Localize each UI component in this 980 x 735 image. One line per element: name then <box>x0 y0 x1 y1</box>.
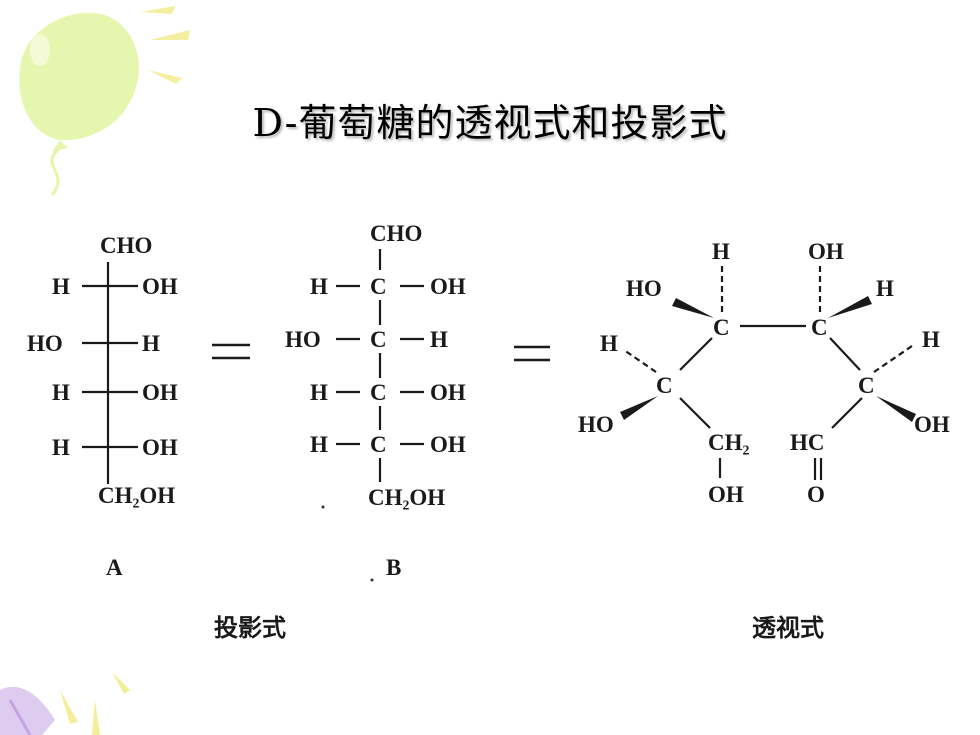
speck <box>370 578 374 582</box>
persp-c4-h: H <box>876 276 894 301</box>
a-row2-right: H <box>142 331 160 356</box>
persp-c3-ho: HO <box>626 276 662 301</box>
a-row1-right: OH <box>142 274 178 299</box>
a-row3-left: H <box>52 380 70 405</box>
persp-ch2-oh: OH <box>708 482 744 507</box>
fischer-projection-b: CHO H C OH HO C H H C OH H C OH CH₂OH B <box>285 221 466 580</box>
ray-decoration <box>140 6 190 84</box>
persp-hc: HC <box>790 430 825 455</box>
b-row4-carbon: C <box>370 432 387 457</box>
equals-sign-2 <box>514 345 550 362</box>
b-row1-right: OH <box>430 274 466 299</box>
b-row3-right: OH <box>430 380 466 405</box>
slide-title: D-葡萄糖的透视式和投影式 <box>252 101 728 145</box>
corner-decoration <box>0 672 130 735</box>
fischer-projection-a: CHO H OH HO H H OH H OH CH₂OH A <box>27 233 178 580</box>
a-row1-left: H <box>52 274 70 299</box>
a-top-group: CHO <box>100 233 152 258</box>
caption-projection: 投影式 <box>214 615 286 642</box>
a-row4-right: OH <box>142 435 178 460</box>
persp-o: O <box>807 482 825 507</box>
label-b: B <box>386 555 401 580</box>
speck <box>321 505 325 509</box>
label-a: A <box>106 555 123 580</box>
persp-c5: C <box>656 373 673 398</box>
persp-c4: C <box>811 315 828 340</box>
persp-c5-h: H <box>600 331 618 356</box>
b-row4-left: H <box>310 432 328 457</box>
b-row1-left: H <box>310 274 328 299</box>
b-row3-left: H <box>310 380 328 405</box>
b-row4-right: OH <box>430 432 466 457</box>
b-top-group: CHO <box>370 221 422 246</box>
b-row2-carbon: C <box>370 327 387 352</box>
equals-sign-1 <box>212 343 250 360</box>
persp-c4-oh: OH <box>808 239 844 264</box>
persp-c5-ho: HO <box>578 412 614 437</box>
persp-c3-h: H <box>712 239 730 264</box>
b-row1-carbon: C <box>370 274 387 299</box>
persp-c2-h: H <box>922 327 940 352</box>
a-row3-right: OH <box>142 380 178 405</box>
persp-c2: C <box>858 373 875 398</box>
b-bottom-group: CH₂OH <box>368 485 445 510</box>
persp-c3: C <box>713 315 730 340</box>
a-row4-left: H <box>52 435 70 460</box>
b-row2-right: H <box>430 327 448 352</box>
balloon-decoration <box>19 12 139 197</box>
caption-perspective: 透视式 <box>752 615 824 642</box>
b-row2-left: HO <box>285 327 321 352</box>
b-row3-carbon: C <box>370 380 387 405</box>
a-row2-left: HO <box>27 331 63 356</box>
persp-ch2: CH₂ <box>708 430 750 455</box>
persp-c2-oh: OH <box>914 412 950 437</box>
perspective-formula: C C C C H HO OH H H OH H H <box>578 239 950 507</box>
a-bottom-group: CH₂OH <box>98 483 175 508</box>
